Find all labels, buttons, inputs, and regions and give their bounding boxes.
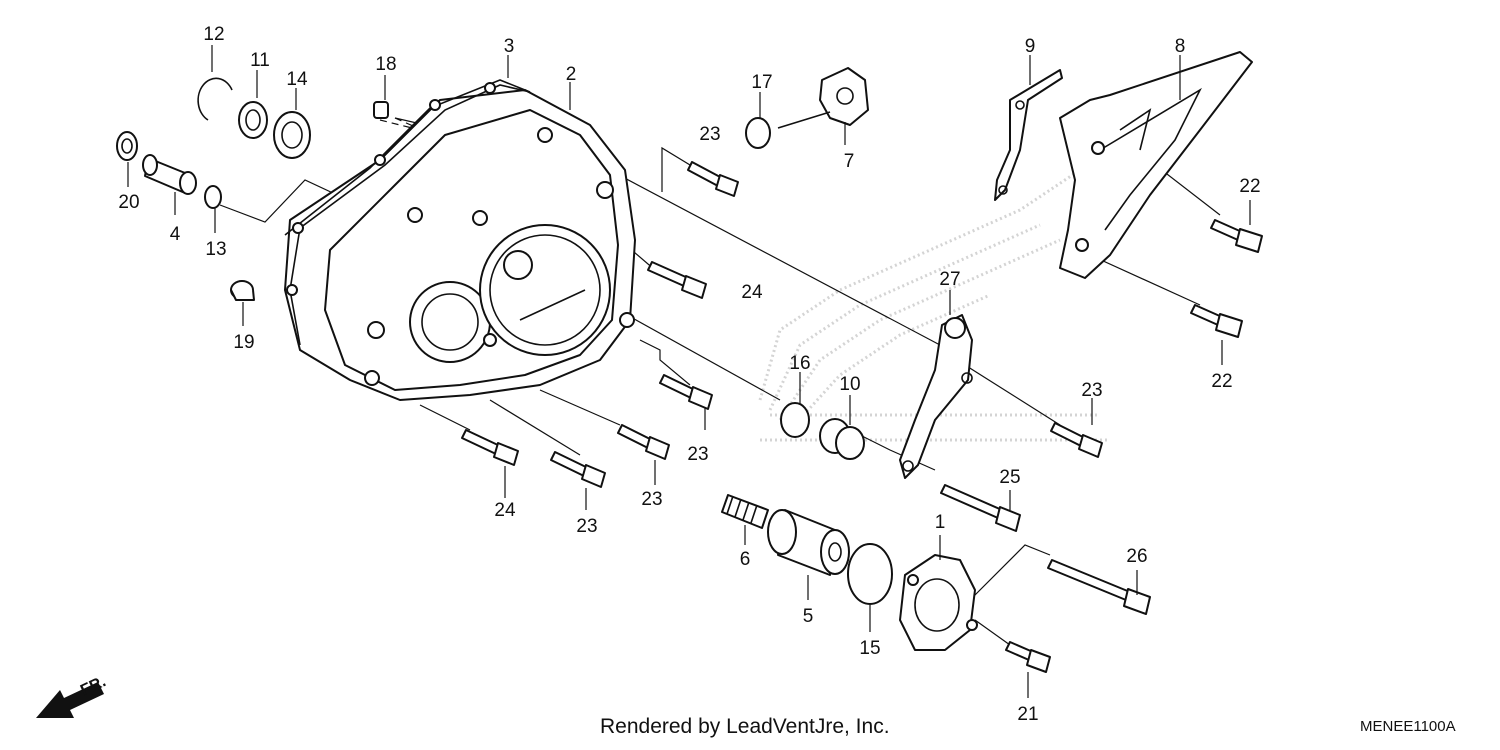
callout-23-c: 23	[641, 489, 662, 510]
diagram-code: MENEE1100A	[1360, 718, 1456, 735]
bolt-26	[1047, 559, 1151, 615]
bolt-24-upper	[647, 261, 707, 299]
spring-6	[721, 494, 769, 529]
callout-2: 2	[566, 64, 577, 85]
shaft-4	[142, 154, 197, 195]
bolt-25	[940, 484, 1021, 532]
front-marker: FR.	[78, 673, 109, 699]
callout-23-a: 23	[699, 124, 720, 145]
render-credit: Rendered by LeadVentJre, Inc.	[600, 715, 890, 738]
collar-20	[116, 131, 138, 161]
cap-10	[819, 418, 865, 460]
callout-18: 18	[375, 54, 396, 75]
crankcase-cover	[284, 89, 636, 401]
callout-10: 10	[839, 374, 860, 395]
callout-26: 26	[1126, 546, 1147, 567]
washer-11	[238, 101, 268, 139]
oring-16	[780, 402, 810, 438]
arm-27	[899, 314, 973, 479]
callout-19: 19	[233, 332, 254, 353]
callout-4: 4	[170, 224, 181, 245]
bracket-9	[994, 69, 1063, 201]
callout-20: 20	[118, 192, 139, 213]
bolt-23-d	[550, 451, 606, 488]
callout-12: 12	[203, 24, 224, 45]
callout-13: 13	[205, 239, 226, 260]
callout-8: 8	[1175, 36, 1186, 57]
arrow-down-left-icon	[36, 682, 104, 718]
callout-1: 1	[935, 512, 946, 533]
callout-9: 9	[1025, 36, 1036, 57]
callout-17: 17	[751, 72, 772, 93]
dowel-19	[230, 280, 255, 301]
callout-11: 11	[250, 50, 270, 71]
callout-21: 21	[1017, 704, 1038, 725]
bolt-22-upper	[1210, 219, 1263, 253]
callout-16: 16	[789, 353, 810, 374]
bolt-23-e	[1050, 422, 1103, 458]
oring-17	[745, 117, 771, 149]
callout-24-upper: 24	[741, 282, 763, 303]
bolt-21	[1005, 641, 1051, 673]
callout-3: 3	[504, 36, 515, 57]
bearing-14	[273, 111, 311, 159]
bolt-23-c	[617, 424, 670, 460]
callout-7: 7	[844, 151, 855, 172]
bolt-23-a	[687, 161, 739, 197]
bolt-23-b	[659, 374, 713, 410]
callout-5: 5	[803, 606, 814, 627]
callout-27: 27	[939, 269, 960, 290]
callout-25: 25	[999, 467, 1020, 488]
callout-23-b: 23	[687, 444, 708, 465]
filter-cover-1	[899, 554, 978, 651]
callout-22-upper: 22	[1239, 176, 1260, 197]
callout-23-d: 23	[576, 516, 597, 537]
circlip	[197, 77, 233, 121]
dipstick-7	[777, 67, 869, 129]
callout-23-e: 23	[1081, 380, 1102, 401]
cover-gasket	[284, 79, 531, 346]
callout-24-lower: 24	[494, 500, 516, 521]
bolt-24-lower	[461, 429, 519, 466]
callout-15: 15	[859, 638, 880, 659]
oring-15	[847, 543, 893, 605]
callout-6: 6	[740, 549, 751, 570]
callout-14: 14	[286, 69, 308, 90]
oring-13	[204, 185, 222, 209]
callout-22-lower: 22	[1211, 371, 1232, 392]
dowel-18	[373, 101, 389, 119]
sprocket-cover-8	[1059, 51, 1253, 279]
oil-filter-5	[767, 509, 850, 576]
bolt-22-lower	[1190, 304, 1243, 338]
callout-leaders	[127, 45, 1251, 698]
